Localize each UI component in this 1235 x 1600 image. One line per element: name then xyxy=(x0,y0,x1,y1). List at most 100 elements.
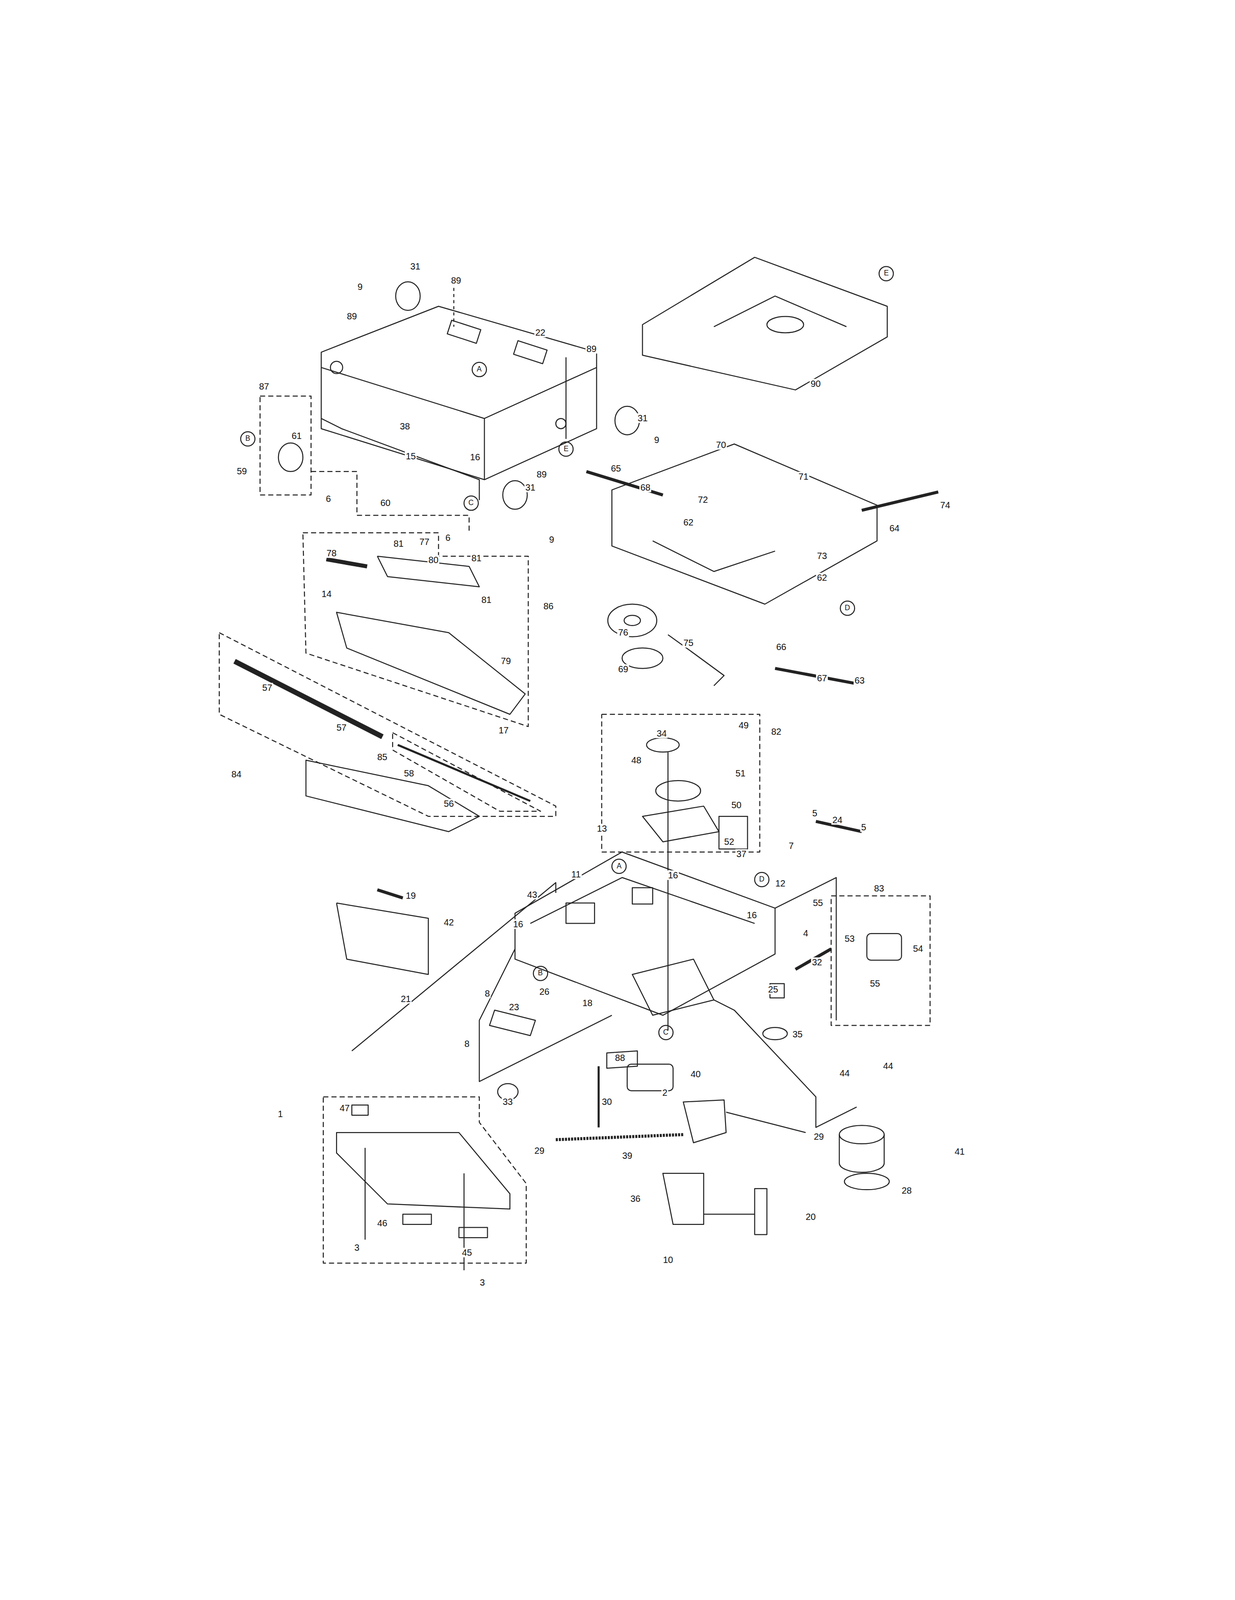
strip xyxy=(754,1188,767,1235)
cable xyxy=(725,1111,806,1133)
callout-number: 38 xyxy=(398,421,411,432)
callout-number: 43 xyxy=(526,889,539,900)
callout-number: 31 xyxy=(636,413,649,423)
callout-number: 86 xyxy=(542,601,555,611)
circled-letter xyxy=(611,859,627,874)
callout-number: 17 xyxy=(497,725,510,736)
slider-plate xyxy=(306,759,480,832)
callout-number: 89 xyxy=(535,469,548,480)
callout-number: 55 xyxy=(869,978,881,989)
cable xyxy=(555,1134,683,1140)
callout-number: 69 xyxy=(617,664,630,674)
callout-number: 71 xyxy=(797,471,810,482)
motor xyxy=(866,933,902,961)
reference-letter: A xyxy=(476,365,482,374)
plate-rib xyxy=(713,296,847,327)
callout-number: 9 xyxy=(547,534,555,545)
callout-number: 51 xyxy=(734,768,747,779)
rubber-foot xyxy=(278,442,303,472)
leader-line xyxy=(703,1213,755,1215)
callout-number: 28 xyxy=(900,1185,913,1196)
callout-number: 29 xyxy=(812,1131,825,1142)
group-outline xyxy=(601,714,760,852)
callout-number: 62 xyxy=(816,572,828,583)
callout-number: 2 xyxy=(661,1087,668,1098)
callout-number: 16 xyxy=(667,870,679,880)
circled-letter xyxy=(464,495,479,511)
callout-number: 31 xyxy=(409,261,422,272)
group-outline xyxy=(311,471,470,531)
side-rail xyxy=(321,418,480,500)
callout-number: 61 xyxy=(290,431,303,441)
callout-number: 89 xyxy=(345,311,358,322)
bracket xyxy=(606,1050,638,1068)
callout-number: 37 xyxy=(735,849,748,859)
callout-number: 41 xyxy=(953,1146,966,1157)
callout-number: 6 xyxy=(324,494,332,504)
reference-letter: C xyxy=(468,499,474,507)
callout-number: 57 xyxy=(261,682,274,693)
motor xyxy=(627,1063,673,1091)
callout-number: 83 xyxy=(873,883,885,894)
switch xyxy=(458,1227,488,1238)
callout-number: 85 xyxy=(376,752,389,762)
rack xyxy=(397,744,531,801)
gear-hub xyxy=(624,615,641,626)
gear-box xyxy=(632,958,714,1015)
lever xyxy=(861,491,939,511)
callout-number: 68 xyxy=(639,482,652,493)
switch xyxy=(402,1213,432,1225)
callout-number: 72 xyxy=(696,494,709,505)
callout-number: 3 xyxy=(478,1277,486,1288)
circled-letter xyxy=(879,266,894,281)
lever xyxy=(586,471,664,495)
group-outline xyxy=(323,1096,527,1263)
circled-letter xyxy=(240,431,255,447)
leader-line xyxy=(453,288,455,327)
group-outline xyxy=(831,895,930,1026)
callout-number: 87 xyxy=(258,381,270,392)
assembly-line xyxy=(713,999,857,1127)
circled-letter xyxy=(533,965,548,981)
assembly-line xyxy=(351,882,556,1051)
bracket xyxy=(336,902,429,975)
callout-number: 46 xyxy=(376,1218,389,1228)
flex-cable xyxy=(326,559,368,567)
callout-number: 73 xyxy=(816,551,828,561)
circled-letter xyxy=(472,362,487,377)
callout-number: 56 xyxy=(442,798,455,809)
callout-number: 8 xyxy=(463,1038,471,1049)
callout-number: 5 xyxy=(860,822,867,832)
callout-number: 6 xyxy=(444,533,452,543)
gear xyxy=(607,604,657,637)
callout-number: 49 xyxy=(737,720,750,731)
callout-number: 81 xyxy=(470,553,483,563)
callout-number: 89 xyxy=(585,344,598,354)
callout-number: 58 xyxy=(403,768,415,779)
callout-number: 82 xyxy=(770,726,783,737)
gear xyxy=(655,780,701,801)
callout-number: 57 xyxy=(335,722,348,733)
rubber-foot xyxy=(502,480,528,510)
callout-number: 14 xyxy=(320,589,333,599)
reference-letter: B xyxy=(538,969,544,977)
callout-number: 32 xyxy=(811,957,823,967)
top-chassis xyxy=(321,306,597,480)
callout-number: 50 xyxy=(730,800,743,810)
spring xyxy=(795,948,832,970)
bracket xyxy=(642,806,720,842)
plate-rib xyxy=(652,540,775,572)
callout-number: 16 xyxy=(745,910,758,920)
rubber-foot xyxy=(615,406,640,435)
callout-number: 81 xyxy=(392,538,405,549)
callout-number: 16 xyxy=(469,452,481,462)
callout-number: 75 xyxy=(682,638,695,648)
callout-number: 9 xyxy=(356,282,364,292)
pulley xyxy=(844,1172,890,1190)
callout-number: 65 xyxy=(610,463,622,474)
reference-letter: C xyxy=(663,1028,669,1037)
callout-number: 34 xyxy=(655,728,668,739)
callout-number: 42 xyxy=(442,917,455,928)
group-outline xyxy=(259,395,312,495)
